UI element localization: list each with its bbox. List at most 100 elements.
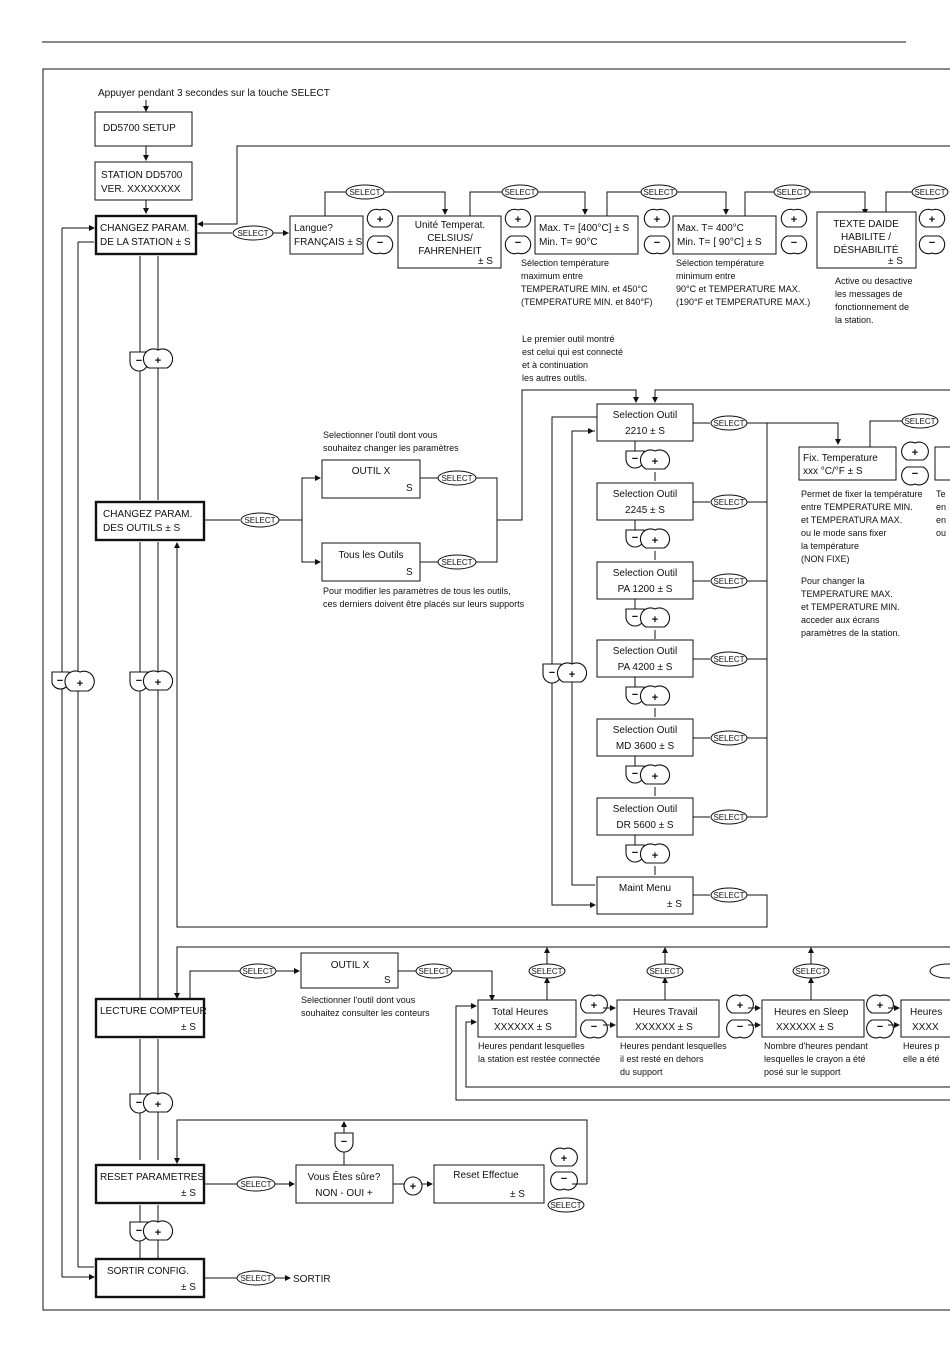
plus-button[interactable]: + (64, 670, 95, 692)
minus-button[interactable]: − (580, 1019, 608, 1039)
select-button[interactable]: SELECT (345, 184, 385, 200)
tool-box-title: Selection Outil (613, 725, 677, 736)
plus-symbol: + (652, 614, 658, 626)
note-travail: Heures pendant lesquelles (620, 1041, 727, 1051)
minus-button[interactable]: − (334, 1132, 354, 1153)
plus-button[interactable]: + (866, 994, 894, 1014)
plus-button[interactable] (639, 528, 671, 549)
box-changez-station[interactable] (94, 214, 198, 256)
select-button[interactable]: SELECT (911, 184, 949, 200)
plus-button[interactable]: + (726, 994, 754, 1014)
plus-button[interactable] (639, 607, 671, 628)
plus-button[interactable]: + (142, 348, 174, 369)
minus-symbol: − (632, 689, 638, 701)
select-button[interactable]: SELECT (236, 1270, 276, 1286)
plus-button[interactable]: + (142, 1092, 174, 1113)
minus-symbol: − (632, 768, 638, 780)
sortir-cfg-l1: SORTIR CONFIG. (107, 1266, 189, 1277)
outil-x-s: S (406, 483, 413, 494)
tool-box-title: Selection Outil (613, 568, 677, 579)
svg-text:−: − (136, 1225, 142, 1237)
svg-text:+: + (791, 214, 797, 226)
select-button[interactable]: SELECT (236, 1176, 276, 1192)
svg-text:−: − (136, 355, 142, 367)
select-button[interactable]: SELECT (773, 184, 811, 200)
select-button[interactable]: SELECT (710, 887, 748, 903)
tool-box-title: Selection Outil (613, 646, 677, 657)
plus-symbol: + (652, 692, 658, 704)
tool-box (596, 797, 694, 836)
plus-button[interactable]: + (142, 1220, 174, 1241)
tool-box-code: MD 3600 ± S (616, 741, 675, 752)
select-button[interactable]: SELECT (792, 963, 830, 979)
svg-text:+: + (561, 1153, 567, 1165)
plus-button[interactable] (639, 843, 671, 864)
max-l2: Min. T= 90°C (539, 237, 598, 248)
note-min: Sélection température (676, 258, 764, 268)
texte-l1: TEXTE DAIDE (833, 219, 899, 230)
minus-button[interactable]: − (643, 235, 671, 255)
select-button[interactable]: SELECT (528, 963, 566, 979)
plus-button[interactable]: + (403, 1176, 423, 1196)
select-button[interactable]: SELECT (240, 512, 280, 528)
minus-button[interactable]: − (366, 235, 394, 255)
select-button[interactable]: SELECT (415, 963, 453, 979)
select-button[interactable]: SELECT (437, 554, 477, 570)
box-lecture-compteur[interactable] (94, 997, 206, 1039)
select-button[interactable]: SELECT (501, 184, 539, 200)
plus-button[interactable]: + (550, 1147, 578, 1167)
select-button[interactable]: SELECT (646, 963, 684, 979)
box-heures-cut (900, 999, 950, 1038)
svg-text:−: − (377, 237, 383, 249)
plus-button[interactable]: + (780, 208, 808, 228)
select-button[interactable]: SELECT (547, 1197, 585, 1213)
svg-text:−: − (654, 237, 660, 249)
minus-button[interactable]: − (726, 1019, 754, 1039)
select-button[interactable]: SELECT (901, 413, 939, 429)
outer-frame (42, 68, 950, 1311)
box-changez-outils[interactable] (94, 500, 206, 542)
box-reset-parametres[interactable] (94, 1163, 206, 1205)
box-texte-aide (816, 211, 917, 269)
box-cut-right (934, 446, 950, 481)
plus-button[interactable]: + (901, 441, 929, 461)
minus-button[interactable]: − (780, 235, 808, 255)
select-button[interactable]: SELECT (232, 225, 274, 241)
plus-button[interactable]: + (556, 662, 588, 683)
plus-button[interactable] (639, 449, 671, 470)
svg-text:+: + (737, 1000, 743, 1012)
select-button[interactable]: SELECT (239, 963, 277, 979)
select-button[interactable] (929, 963, 950, 979)
minus-button[interactable]: − (901, 466, 929, 486)
tous-outils-s: S (406, 567, 413, 578)
plus-button[interactable] (639, 764, 671, 785)
note-max: TEMPERATURE MIN. et 450°C (521, 284, 648, 294)
box-maint-menu (596, 876, 694, 915)
note-texte: les messages de (835, 289, 903, 299)
minus-button[interactable]: − (866, 1019, 894, 1039)
minus-button[interactable]: − (550, 1171, 578, 1191)
minus-button[interactable]: − (918, 235, 946, 255)
svg-text:−: − (549, 667, 555, 679)
plus-button[interactable]: + (142, 670, 174, 691)
plus-button[interactable]: + (918, 208, 946, 228)
tool-box-code: PA 1200 ± S (618, 584, 673, 595)
note-max: Sélection température (521, 258, 609, 268)
svg-text:−: − (929, 237, 935, 249)
minus-button[interactable]: − (504, 235, 532, 255)
select-button[interactable]: SELECT (640, 184, 678, 200)
box-min-temp (672, 215, 777, 255)
plus-button[interactable]: + (366, 208, 394, 228)
plus-button[interactable]: + (643, 208, 671, 228)
instruction-text: Appuyer pendant 3 secondes sur la touche… (98, 88, 330, 99)
plus-button[interactable]: + (504, 208, 532, 228)
svg-text:SELECT: SELECT (643, 188, 674, 197)
plus-button[interactable] (639, 685, 671, 706)
tool-box (596, 561, 694, 600)
plus-button[interactable]: + (580, 994, 608, 1014)
select-button[interactable]: SELECT (437, 470, 477, 486)
svg-text:+: + (77, 678, 83, 690)
note-fix2: paramètres de la station. (801, 628, 900, 638)
minus-symbol: − (632, 847, 638, 859)
